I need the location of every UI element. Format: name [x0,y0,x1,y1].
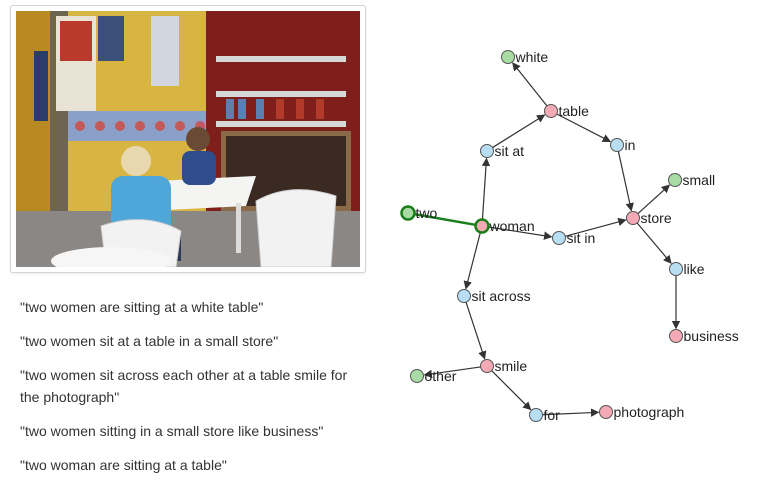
graph-edge-two-woman [414,212,475,226]
graph-node-in: in [610,137,636,153]
graph-node-store: store [626,210,672,226]
graph-node-circle [669,262,683,276]
graph-node-circle [552,231,566,245]
graph-node-label: sit in [567,230,596,246]
graph-node-label: in [625,137,636,153]
graph-node-sit_in: sit in [552,230,596,246]
graph-edge-sit_at-table [492,114,546,149]
graph-node-circle [599,405,613,419]
graph-node-circle [501,50,515,64]
graph-edge-table-white [512,62,548,107]
graph-node-sit_across: sit across [457,288,531,304]
caption-2: "two women sit at a table in a small sto… [20,333,279,349]
graph-node-two: two [400,205,438,221]
graph-node-circle [480,359,494,373]
graph-node-other: other [410,368,457,384]
scene-graph: white table sit at in small two woman sit in sto… [400,49,739,423]
graph-node-label: store [641,210,672,226]
graph-node-circle [400,205,416,221]
graph-node-circle [610,138,624,152]
graph-edge-woman-sit_at [481,157,491,220]
graph-node-business: business [669,328,739,344]
graph-node-circle [474,218,490,234]
graph-edge-sit_across-smile [465,301,487,360]
graph-node-white: white [501,49,549,65]
scene-photo-drawing [16,11,360,267]
graph-node-label: smile [495,358,528,374]
graph-node-label: other [425,368,457,384]
graph-node-table: table [544,103,590,119]
graph-node-circle [668,173,682,187]
graph-node-label: table [559,103,590,119]
graph-edge-for-photograph [542,408,600,417]
graph-node-label: two [416,205,438,221]
graph-edge-woman-sit_in [488,226,553,240]
graph-edge-in-store [617,151,634,212]
graph-node-circle [457,289,471,303]
graph-node-sit_at: sit at [480,143,525,159]
graph-edge-smile-other [423,366,481,379]
graph-node-circle [410,369,424,383]
graph-node-label: sit at [495,143,525,159]
caption-1: "two women are sitting at a white table" [20,299,264,315]
graph-node-label: woman [489,218,535,234]
graph-node-woman: woman [474,218,535,234]
graph-node-label: for [544,407,561,423]
graph-node-label: photograph [614,404,685,420]
graph-node-circle [544,104,558,118]
caption-list: "two women are sitting at a white table"… [20,296,365,488]
graph-edge-woman-sit_across [463,232,481,290]
graph-edge-smile-for [491,370,532,411]
graph-node-label: white [515,49,549,65]
graph-node-label: business [684,328,739,344]
caption-5: "two woman are sitting at a table" [20,457,227,473]
graph-node-label: like [684,261,705,277]
graph-edge-store-small [637,184,671,215]
graph-edge-store-like [636,222,672,264]
graph-node-circle [529,408,543,422]
graph-node-photograph: photograph [599,404,685,420]
graph-node-small: small [668,172,716,188]
graph-node-label: small [683,172,716,188]
graph-edge-sit_in-store [565,217,627,237]
caption-3: "two women sit across each other at a ta… [20,367,348,405]
graph-node-circle [626,211,640,225]
graph-node-circle [480,144,494,158]
graph-node-label: sit across [472,288,531,304]
graph-node-for: for [529,407,561,423]
scene-photo [10,5,366,273]
graph-node-smile: smile [480,358,528,374]
graph-edge-table-in [556,113,612,143]
graph-node-like: like [669,261,705,277]
graph-node-circle [669,329,683,343]
caption-4: "two women sitting in a small store like… [20,423,324,439]
